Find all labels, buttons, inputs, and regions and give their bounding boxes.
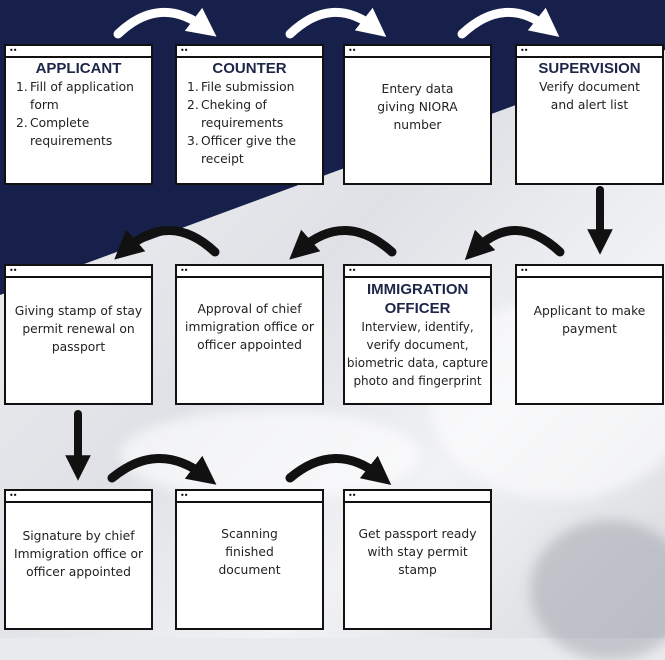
card-title: SUPERVISION [538, 60, 641, 77]
card-text: Entery data giving NIORA number [377, 82, 458, 132]
arrow-right-icon [285, 7, 387, 39]
list-item: 1.File submission [187, 78, 322, 96]
list-item: 1.Fill of application form [16, 78, 151, 114]
item-text: Fill of application form [30, 80, 134, 112]
card-scanning: •• Scanning finished document [175, 489, 324, 630]
step-list: 1.Fill of application form 2.Complete re… [6, 78, 151, 150]
card-text: Approval of chief immigration office or … [185, 302, 314, 352]
card-counter: •• COUNTER 1.File submission 2.Cheking o… [175, 44, 324, 185]
window-dots-icon: •• [180, 491, 189, 500]
item-number: 1. [16, 80, 28, 94]
window-bar: •• [345, 491, 490, 503]
window-bar: •• [345, 46, 490, 58]
window-dots-icon: •• [180, 46, 189, 55]
window-bar: •• [6, 266, 151, 278]
card-applicant: •• APPLICANT 1.Fill of application form … [4, 44, 153, 185]
list-item: 2.Cheking of requirements [187, 96, 322, 132]
arrow-right-icon [107, 454, 217, 485]
arrow-left-icon [114, 226, 220, 260]
card-signature: •• Signature by chief Immigration office… [4, 489, 153, 630]
list-item: 3.Officer give the receipt [187, 132, 322, 168]
item-text: Cheking of requirements [201, 98, 284, 130]
card-text: Applicant to make payment [533, 304, 646, 336]
window-bar: •• [6, 46, 151, 58]
window-dots-icon: •• [348, 46, 357, 55]
card-payment: •• Applicant to make payment [515, 264, 664, 405]
item-text: Complete requirements [30, 116, 113, 148]
item-number: 1. [187, 80, 199, 94]
card-entry: •• Entery data giving NIORA number [343, 44, 492, 185]
step-list: 1.File submission 2.Cheking of requireme… [177, 78, 322, 168]
card-text: Get passport ready with stay permit stam… [358, 527, 477, 577]
item-number: 3. [187, 134, 199, 148]
window-bar: •• [345, 266, 490, 278]
window-dots-icon: •• [348, 266, 357, 275]
card-ready: •• Get passport ready with stay permit s… [343, 489, 492, 630]
window-dots-icon: •• [180, 266, 189, 275]
card-approval: •• Approval of chief immigration office … [175, 264, 324, 405]
card-text: Scanning finished document [218, 527, 281, 577]
window-bar: •• [6, 491, 151, 503]
card-title: COUNTER [212, 60, 287, 77]
card-stamp: •• Giving stamp of stay permit renewal o… [4, 264, 153, 405]
card-text: Interview, identify, verify document, bi… [346, 320, 489, 388]
card-text: Giving stamp of stay permit renewal on p… [14, 304, 143, 354]
card-text: Verify document and alert list [539, 80, 640, 112]
arrow-left-icon [464, 226, 565, 261]
item-text: Officer give the receipt [201, 134, 297, 166]
window-dots-icon: •• [348, 491, 357, 500]
window-dots-icon: •• [9, 46, 18, 55]
window-dots-icon: •• [9, 491, 18, 500]
window-dots-icon: •• [9, 266, 18, 275]
window-bar: •• [177, 46, 322, 58]
list-item: 2.Complete requirements [16, 114, 151, 150]
card-supervision: •• SUPERVISION Verify document and alert… [515, 44, 664, 185]
window-bar: •• [177, 266, 322, 278]
window-bar: •• [517, 46, 662, 58]
background-blur-shape [530, 520, 665, 660]
arrow-right-icon [457, 7, 560, 39]
flow-arrows [65, 7, 613, 485]
item-number: 2. [16, 116, 28, 130]
card-title: APPLICANT [35, 60, 122, 77]
arrow-right-icon [285, 454, 392, 485]
card-text: Signature by chief Immigration office or… [13, 529, 144, 579]
arrow-left-icon [289, 226, 397, 260]
item-number: 2. [187, 98, 199, 112]
window-bar: •• [517, 266, 662, 278]
window-bar: •• [177, 491, 322, 503]
window-dots-icon: •• [520, 266, 529, 275]
window-dots-icon: •• [520, 46, 529, 55]
card-immigration-officer: •• IMMIGRATION OFFICER Interview, identi… [343, 264, 492, 405]
card-title: IMMIGRATION OFFICER [367, 281, 469, 317]
arrow-right-icon [113, 7, 217, 39]
item-text: File submission [201, 80, 295, 94]
